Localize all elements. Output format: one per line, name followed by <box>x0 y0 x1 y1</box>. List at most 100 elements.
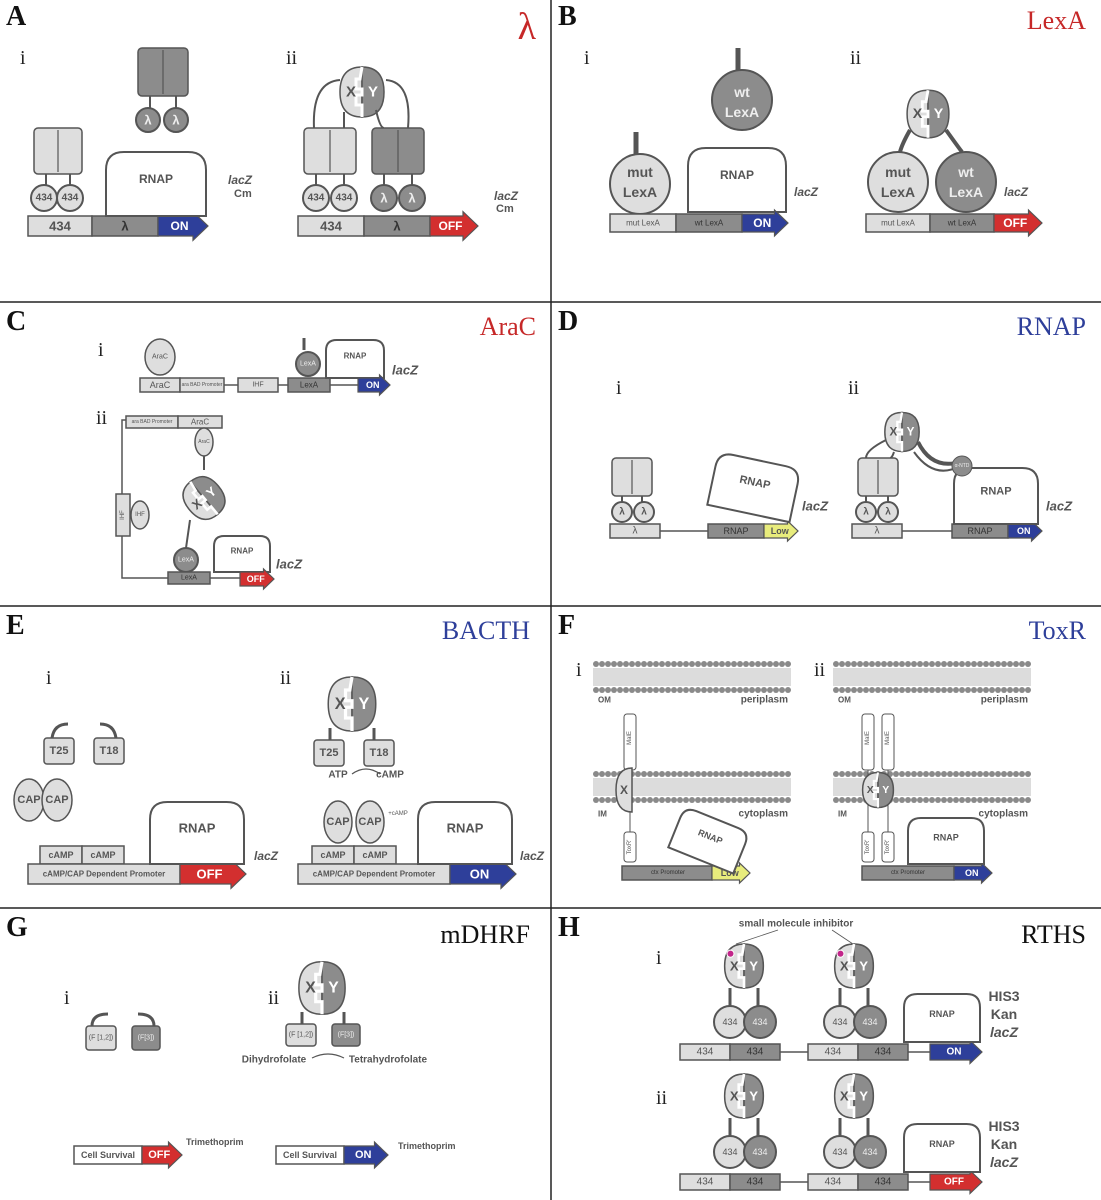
F-i-im-head <box>749 797 755 803</box>
C-ii-ihf-protein-label: IHF <box>135 512 145 518</box>
B-i-rnap-shape <box>687 147 787 213</box>
A-ii-434-dbd <box>302 184 330 212</box>
F-i-om-head <box>701 687 707 693</box>
H-i-b-xy-inhibitor <box>836 949 845 958</box>
F-ii-ctx-label: ctx Promoter <box>891 870 925 876</box>
B-i-lexa-label2: LexA <box>725 104 759 120</box>
D-i-lacz: lacZ <box>802 499 829 514</box>
F-i-im-head <box>755 797 761 803</box>
F-ii-om-head <box>965 687 971 693</box>
F-i-om-head <box>695 661 701 667</box>
F-ii-im-head <box>839 771 845 777</box>
F-ii-om-head <box>941 661 947 667</box>
E-ii-plus-camp: +cAMP <box>388 811 408 817</box>
H-i-b-434-left-label: 434 <box>832 1017 847 1027</box>
F-i-om-head <box>623 687 629 693</box>
H-ii-op3-label: 434 <box>825 1177 842 1188</box>
G-ii-conversion-arrow <box>311 1053 345 1059</box>
panel-E-title: BACTH <box>441 616 530 645</box>
H-ii-rnap-shape <box>903 1123 981 1173</box>
D-ii-xy-x-label: X <box>890 426 898 439</box>
F-i-im-head <box>719 771 725 777</box>
F-i-om-head <box>773 687 779 693</box>
F-i-im-head <box>737 797 743 803</box>
A-i-rnap-label: RNAP <box>139 172 173 186</box>
F-ii-im-head <box>935 797 941 803</box>
F-ii-im-head <box>1001 797 1007 803</box>
F-ii-xy-y-label: Y <box>882 784 889 796</box>
C-ii-ihf <box>130 500 150 530</box>
C-i-label: i <box>98 339 104 361</box>
D-ii-rnap-shape <box>953 467 1039 525</box>
F-i-im-head <box>773 797 779 803</box>
F-i-im-head <box>641 797 647 803</box>
H-i-b-434-right <box>853 1005 887 1039</box>
F-i-om-head <box>743 687 749 693</box>
C-ii-op-arac <box>177 415 223 429</box>
F-ii-im-head <box>893 771 899 777</box>
F-i-om-head <box>755 661 761 667</box>
F-i-im-head <box>593 771 599 777</box>
E-i-off-arrow-text: OFF <box>197 867 223 882</box>
F-i-x <box>615 767 633 813</box>
F-ii-im-head <box>923 771 929 777</box>
F-ii-im-head <box>929 797 935 803</box>
F-i-rnap: RNAP <box>667 808 748 875</box>
B-ii-xy-y-label: Y <box>934 106 944 122</box>
D-ii-lambda-label: λ <box>863 507 869 518</box>
F-i-om-head <box>605 661 611 667</box>
F-i-im-head <box>719 797 725 803</box>
F-i-im-head <box>743 797 749 803</box>
E-i-camp-label: cAMP <box>48 850 73 860</box>
F-i-om-label: OM <box>598 696 611 705</box>
E-i-t25 <box>43 737 75 765</box>
C-ii-arac-label: AraC <box>198 439 210 445</box>
F-ii-toxr <box>861 831 875 863</box>
D-i-lambda-label: λ <box>641 507 647 518</box>
D-ii-xy-y <box>901 411 920 453</box>
F-ii-im-head <box>833 797 839 803</box>
F-i-im-head <box>785 797 791 803</box>
F-ii-om-head <box>833 661 839 667</box>
E-i-cap-label2: CAP <box>45 794 68 806</box>
D-ii-op-lambda-label: λ <box>875 526 880 537</box>
E-ii-atp: ATP <box>328 770 348 781</box>
F-i-ctx-label: ctx Promoter <box>651 870 685 876</box>
F-ii-om-head <box>863 687 869 693</box>
D-ii-linker <box>889 451 895 459</box>
F-ii-om-label: OM <box>838 696 851 705</box>
F-i-im-head <box>611 797 617 803</box>
F-i-om-head <box>659 687 665 693</box>
F-i-im-head <box>683 771 689 777</box>
F-i-im-head <box>635 797 641 803</box>
E-ii-xy-x-label: X <box>335 695 346 713</box>
F-ii-label: ii <box>814 659 826 681</box>
F-ii-rnap-shape <box>907 817 985 865</box>
F-ii-im-head <box>941 797 947 803</box>
C-ii-rnap: RNAP <box>213 535 271 573</box>
D-i-low-arrow-text: Low <box>771 526 790 536</box>
E-i-t18-label: T18 <box>100 745 119 757</box>
E-i-rnap: RNAP <box>149 801 245 865</box>
D-i-op-lambda-label: λ <box>633 526 638 537</box>
F-ii-im-head <box>977 797 983 803</box>
F-i-im-head <box>611 771 617 777</box>
H-ii-a-xy-y <box>743 1073 765 1119</box>
G-ii-xy-y-label: Y <box>328 980 339 997</box>
G-i-cell-survival-label: Cell Survival <box>81 1150 135 1160</box>
H-i-a-434-right <box>743 1005 777 1039</box>
F-ii-male-label: MalE <box>885 731 891 745</box>
F-ii-toxr-label: ToxR' <box>865 840 871 855</box>
H-i-op1-label: 434 <box>697 1047 714 1058</box>
D-i-rnap-shape <box>706 453 800 524</box>
F-ii-im-head <box>995 797 1001 803</box>
F-ii-om-head <box>989 661 995 667</box>
H-i-lacz: lacZ <box>990 1024 1018 1040</box>
F-ii-om-head <box>911 687 917 693</box>
C-ii-xy-x <box>182 480 219 521</box>
A-ii-434-label: 434 <box>336 193 353 204</box>
F-i-im-head <box>767 771 773 777</box>
C-i-ara-bad-label: ara BAD Promoter <box>182 382 223 388</box>
H-i-a-xy-inhibitor <box>726 949 735 958</box>
